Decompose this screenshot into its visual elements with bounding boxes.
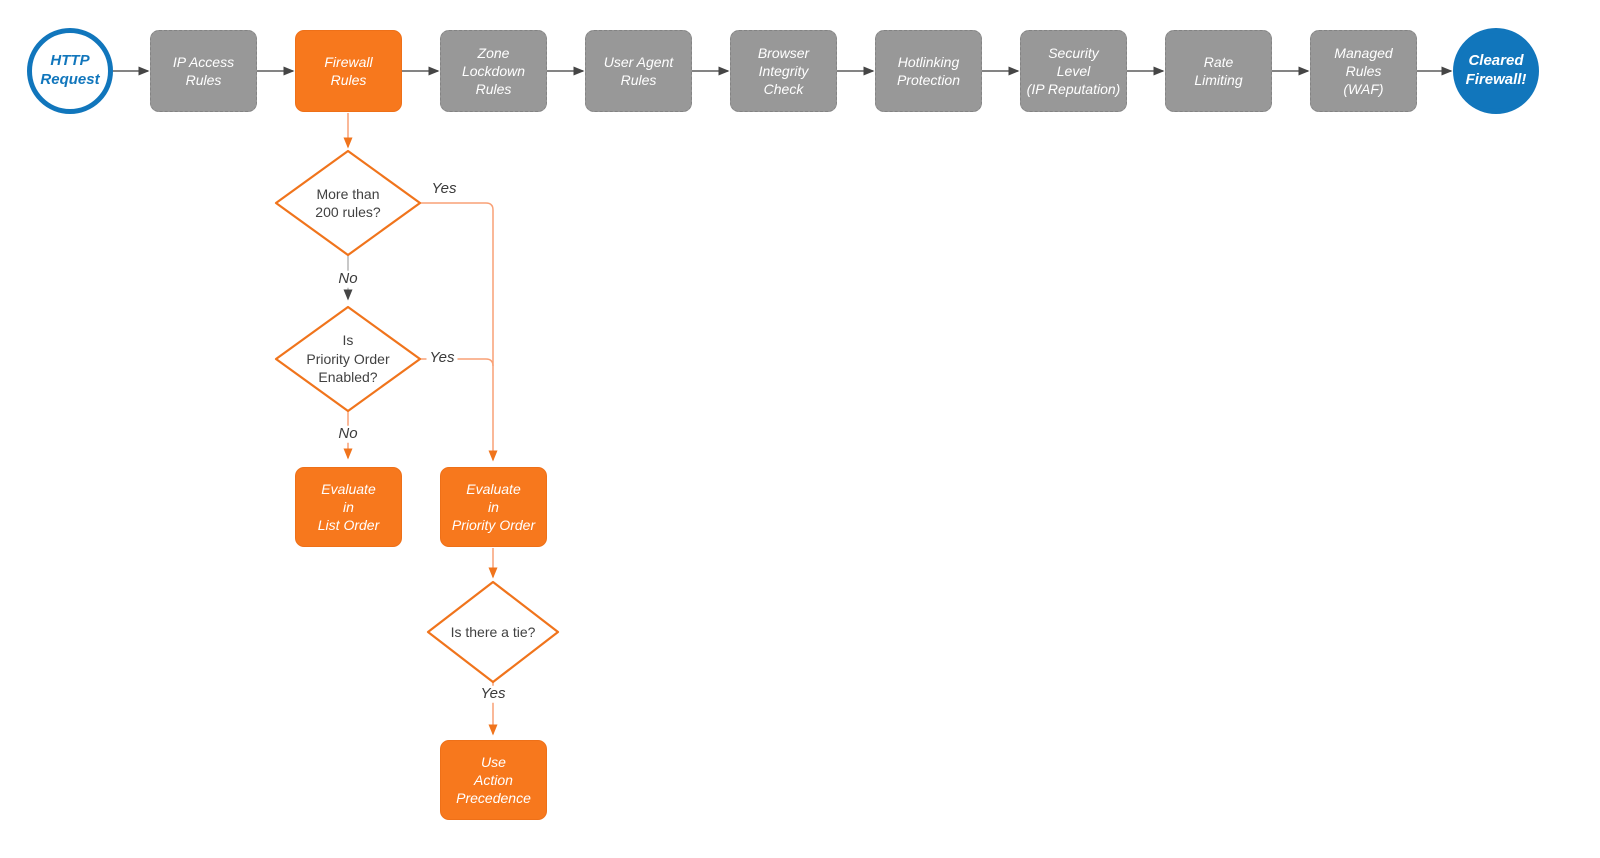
node-user-agent-rules: User Agent Rules: [585, 30, 692, 112]
node-ip-access-rules: IP Access Rules: [150, 30, 257, 112]
node-security-level-label: Security Level (IP Reputation): [1026, 44, 1121, 98]
node-use-action-precedence-label: Use Action Precedence: [456, 753, 531, 807]
connector-decision2-yes: [420, 358, 494, 367]
node-http-request: HTTP Request: [27, 28, 113, 114]
decision-priority-order-enabled-shape: [274, 305, 422, 413]
edge-label-no-decision1: No: [335, 270, 361, 288]
edge-label-yes-decision3: Yes: [477, 685, 509, 703]
edge-label-yes-decision1: Yes: [428, 180, 460, 198]
node-firewall-rules: Firewall Rules: [295, 30, 402, 112]
edge-label-no-decision2: No: [335, 425, 361, 443]
decision-more-than-200-rules-label: More than 200 rules?: [315, 185, 381, 220]
node-managed-rules-waf-label: Managed Rules (WAF): [1334, 44, 1393, 98]
node-zone-lockdown-rules-label: Zone Lockdown Rules: [461, 44, 526, 98]
node-use-action-precedence: Use Action Precedence: [440, 740, 547, 820]
node-security-level: Security Level (IP Reputation): [1020, 30, 1127, 112]
node-evaluate-in-list-order-label: Evaluate in List Order: [317, 480, 380, 534]
decision-is-there-a-tie-label: Is there a tie?: [450, 623, 536, 640]
node-hotlinking-protection: Hotlinking Protection: [875, 30, 982, 112]
edge-label-yes-decision2: Yes: [426, 349, 458, 367]
node-browser-integrity-check-label: Browser Integrity Check: [757, 44, 810, 98]
connector-decision1-yes: [420, 202, 498, 462]
node-evaluate-in-priority-order-label: Evaluate in Priority Order: [451, 480, 536, 534]
node-rate-limiting: Rate Limiting: [1165, 30, 1272, 112]
node-browser-integrity-check: Browser Integrity Check: [730, 30, 837, 112]
node-rate-limiting-label: Rate Limiting: [1194, 53, 1243, 88]
node-cleared-firewall-label: Cleared Firewall!: [1465, 52, 1527, 88]
node-hotlinking-protection-label: Hotlinking Protection: [896, 53, 961, 88]
node-evaluate-in-list-order: Evaluate in List Order: [295, 467, 402, 547]
node-firewall-rules-label: Firewall Rules: [324, 53, 373, 88]
decision-more-than-200-rules-shape: [274, 149, 422, 257]
node-ip-access-rules-label: IP Access Rules: [172, 53, 235, 88]
decision-shapes: [274, 149, 560, 684]
node-user-agent-rules-label: User Agent Rules: [603, 53, 674, 88]
node-evaluate-in-priority-order: Evaluate in Priority Order: [440, 467, 547, 547]
decision-is-there-a-tie-shape: [426, 580, 560, 684]
node-managed-rules-waf: Managed Rules (WAF): [1310, 30, 1417, 112]
decision-priority-order-enabled-label: Is Priority Order Enabled?: [306, 332, 390, 386]
node-cleared-firewall: Cleared Firewall!: [1453, 28, 1539, 114]
node-http-request-label: HTTP Request: [40, 52, 100, 88]
node-zone-lockdown-rules: Zone Lockdown Rules: [440, 30, 547, 112]
